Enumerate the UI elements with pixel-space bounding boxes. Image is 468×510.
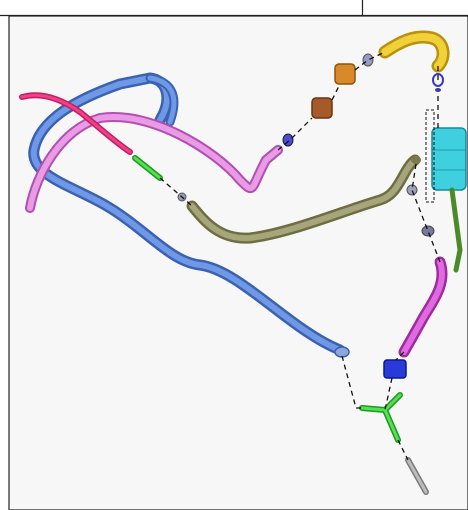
olive-hose [186,154,421,244]
dark-blue-clip [383,359,407,379]
magenta-pipe [19,92,133,155]
yellow-hose [378,30,450,73]
green-fitting-upper [132,155,163,181]
violet-hose [398,256,448,358]
coolant-reservoir [425,109,467,273]
pink-hose [25,111,283,213]
green-t-fitting-lower [359,392,429,495]
bracket-orange [311,63,356,119]
large-blue-hose [28,72,350,358]
dashed-connection-lines [159,51,441,461]
